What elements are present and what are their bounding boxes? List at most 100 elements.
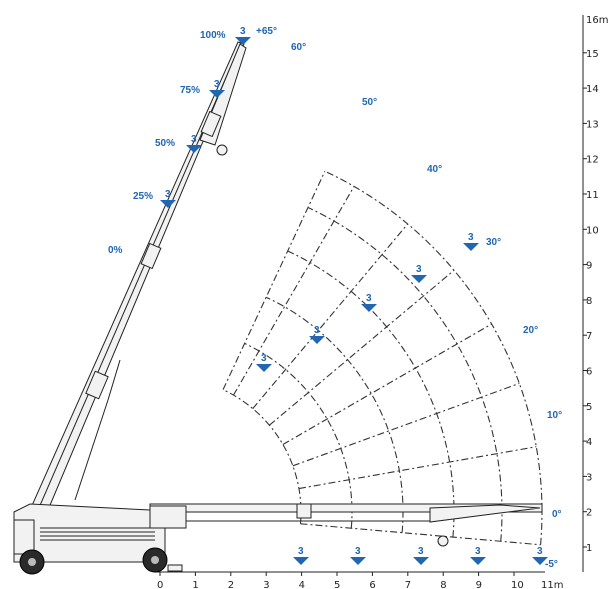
boom-support-block — [149, 505, 187, 529]
reach-arc — [265, 296, 404, 533]
aerial-platform-illustration — [13, 41, 543, 575]
y-tick-label: 13 — [586, 119, 599, 130]
boom-collar-3 — [200, 110, 222, 138]
marker-triangle — [309, 336, 325, 344]
boom-collar-2 — [85, 370, 109, 400]
horizontal-jib — [429, 504, 541, 523]
y-tick-label: 8 — [586, 296, 592, 307]
lift-cylinder — [74, 399, 109, 501]
marker-triangle — [361, 304, 377, 312]
y-tick-label: 10 — [586, 225, 599, 236]
y-tick-label: 7 — [586, 331, 592, 342]
angle-label: 0° — [552, 509, 562, 520]
extension-labels: 100%75%50%25%0% — [108, 30, 226, 256]
angle-label: -5° — [545, 559, 558, 570]
reach-arc — [222, 389, 302, 524]
y-tick-label: 2 — [586, 508, 592, 519]
angle-ray — [252, 223, 409, 409]
load-class-marker: 3 — [293, 546, 309, 565]
angle-labels: +65°60°50°40°30°20°10°0°-5° — [256, 26, 562, 570]
load-class-marker: 3 — [463, 232, 479, 251]
x-axis-unit: 11m — [541, 580, 563, 589]
x-tick-label: 8 — [440, 580, 446, 589]
angle-label: 10° — [547, 410, 562, 421]
load-class-marker: 3 — [411, 264, 427, 283]
marker-label: 3 — [468, 232, 474, 243]
rear-wheel-hub — [28, 558, 36, 566]
x-tick-label: 1 — [192, 580, 198, 589]
front-wheel-hub — [151, 556, 159, 564]
angle-ray — [298, 446, 537, 490]
marker-triangle — [463, 243, 479, 251]
outrigger-foot — [167, 564, 183, 572]
hook-block-lower — [437, 535, 449, 547]
marker-triangle — [160, 200, 176, 208]
marker-label: 3 — [314, 325, 320, 336]
y-tick-label: 12 — [586, 155, 599, 166]
x-tick-label: 5 — [334, 580, 340, 589]
angle-label: 30° — [486, 237, 501, 248]
x-tick-label: 4 — [299, 580, 305, 589]
x-tick-label: 9 — [476, 580, 482, 589]
reach-arc — [244, 342, 353, 529]
load-class-marker: 3 — [186, 134, 202, 153]
x-tick-label: 6 — [369, 580, 375, 589]
marker-label: 3 — [261, 353, 267, 364]
marker-label: 3 — [418, 546, 424, 557]
marker-triangle — [256, 364, 272, 372]
load-class-marker: 3 — [532, 546, 548, 565]
angle-label: 20° — [523, 325, 538, 336]
marker-label: 3 — [537, 546, 543, 557]
marker-triangle — [209, 90, 225, 98]
reach-arc — [324, 170, 543, 545]
y-tick-label: 6 — [586, 367, 592, 378]
marker-label: 3 — [214, 79, 220, 90]
load-class-marker: 3 — [309, 325, 325, 344]
load-class-marker: 3 — [413, 546, 429, 565]
extension-label: 50% — [155, 138, 175, 149]
load-class-marker: 3 — [235, 26, 251, 45]
load-class-marker: 3 — [361, 293, 377, 312]
counterweight — [13, 519, 35, 555]
marker-label: 3 — [298, 546, 304, 557]
marker-triangle — [470, 557, 486, 565]
extension-label: 75% — [180, 85, 200, 96]
x-tick-label: 10 — [511, 580, 524, 589]
angle-ray — [300, 523, 541, 546]
reach-arcs — [222, 170, 543, 545]
y-tick-label: 14 — [586, 84, 599, 95]
load-class-marker: 3 — [209, 79, 225, 98]
boom-collar-1 — [140, 242, 162, 270]
marker-triangle — [235, 37, 251, 45]
x-tick-label: 0 — [157, 580, 163, 589]
load-class-marker: 3 — [350, 546, 366, 565]
y-tick-label: 11 — [586, 190, 599, 201]
angle-label: 40° — [427, 164, 442, 175]
load-class-marker: 3 — [160, 189, 176, 208]
angle-ray — [292, 382, 520, 467]
y-axis-unit: 16m — [586, 15, 608, 26]
y-tick-label: 9 — [586, 261, 592, 272]
angle-label: 50° — [362, 97, 377, 108]
y-tick-label: 1 — [586, 543, 592, 554]
y-tick-label: 15 — [586, 49, 599, 60]
marker-label: 3 — [191, 134, 197, 145]
load-markers: 3 3 3 3 3 3 3 3 3 3 3 3 3 3 — [160, 26, 548, 565]
marker-label: 3 — [240, 26, 246, 37]
load-class-marker: 3 — [470, 546, 486, 565]
chassis-stripes — [40, 527, 155, 541]
y-tick-label: 3 — [586, 472, 592, 483]
marker-label: 3 — [416, 264, 422, 275]
angle-ray — [282, 323, 492, 445]
angle-ray — [222, 170, 326, 390]
extension-label: 100% — [200, 30, 226, 41]
x-tick-label: 2 — [228, 580, 234, 589]
marker-label: 3 — [475, 546, 481, 557]
x-tick-label: 3 — [263, 580, 269, 589]
marker-triangle — [411, 275, 427, 283]
y-tick-label: 4 — [586, 437, 592, 448]
extension-label: 25% — [133, 191, 153, 202]
hook-block-upper — [216, 144, 228, 156]
